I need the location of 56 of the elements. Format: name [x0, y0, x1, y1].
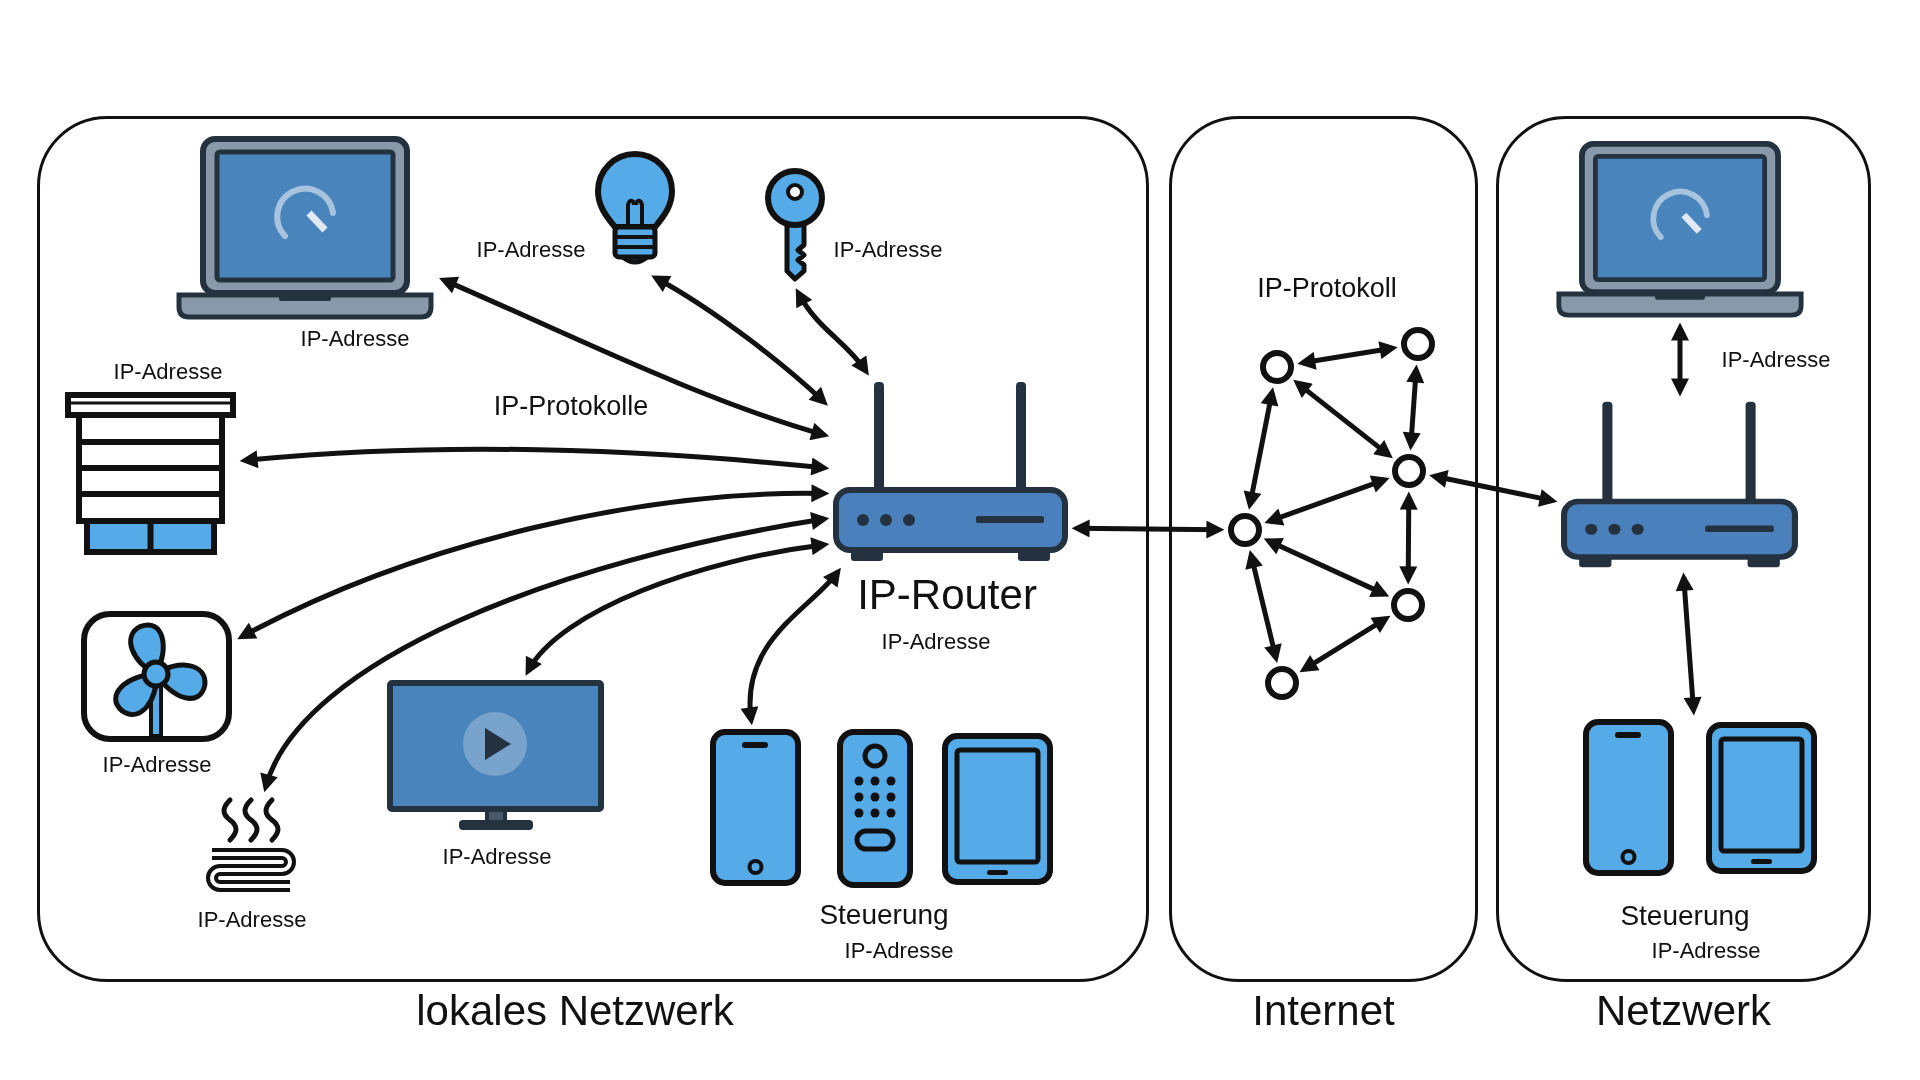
address-label: IP-Adresse	[1651, 938, 1761, 964]
network-hop-ring	[1392, 454, 1426, 488]
double-headed-arrow	[239, 446, 830, 476]
double-headed-arrow	[1399, 491, 1418, 585]
double-headed-arrow	[1402, 364, 1425, 451]
double-headed-arrow	[1299, 615, 1391, 673]
address-label: IP-Adresse	[113, 359, 223, 385]
router-icon	[833, 380, 1068, 563]
phone-remote-tablet-icon	[710, 729, 1053, 888]
zone-heading: lokales Netzwerk	[416, 987, 734, 1036]
fan-icon	[80, 610, 233, 743]
network-hop-ring	[1228, 513, 1262, 547]
zone-heading: Netzwerk	[1596, 987, 1771, 1036]
double-headed-arrow	[1429, 470, 1558, 507]
key-icon	[762, 167, 828, 284]
group-label: Steuerung	[819, 898, 949, 932]
network-hop-ring	[1401, 327, 1435, 361]
roller-shutter-icon	[65, 392, 236, 555]
network-hop-ring	[1265, 666, 1299, 700]
laptop-icon	[175, 135, 435, 321]
address-label: IP-Adresse	[300, 326, 410, 352]
router-icon	[1561, 400, 1798, 569]
address-label: IP-Adresse	[833, 237, 943, 263]
double-headed-arrow	[1675, 572, 1702, 716]
double-headed-arrow	[1264, 475, 1390, 526]
address-label: IP-Adresse	[476, 237, 586, 263]
double-headed-arrow	[262, 512, 830, 792]
double-headed-arrow	[439, 276, 830, 440]
phone-tablet-icon	[1583, 719, 1817, 876]
address-label: IP-Adresse	[102, 752, 212, 778]
address-label: IP-Adresse	[881, 629, 991, 655]
double-headed-arrow	[651, 275, 828, 406]
double-headed-arrow	[1071, 519, 1225, 539]
double-headed-arrow	[1297, 341, 1398, 370]
double-headed-arrow	[1671, 322, 1689, 397]
protocol-label: IP-Protokoll	[1257, 273, 1397, 305]
device-label: IP-Router	[857, 570, 1037, 620]
tv-icon	[387, 680, 604, 833]
double-headed-arrow	[741, 567, 842, 726]
laptop-icon	[1555, 140, 1805, 319]
address-label: IP-Adresse	[197, 907, 307, 933]
address-label: IP-Adresse	[1721, 347, 1831, 373]
network-hop-ring	[1391, 588, 1425, 622]
zone-heading: Internet	[1252, 987, 1395, 1036]
protocol-label: IP-Protokolle	[493, 391, 649, 423]
double-headed-arrow	[1243, 387, 1279, 510]
address-label: IP-Adresse	[442, 844, 552, 870]
double-headed-arrow	[1263, 537, 1390, 598]
double-headed-arrow	[525, 537, 830, 676]
double-headed-arrow	[1245, 550, 1282, 663]
double-headed-arrow	[795, 288, 870, 376]
double-headed-arrow	[237, 484, 830, 640]
group-label: Steuerung	[1620, 899, 1750, 933]
address-label: IP-Adresse	[844, 938, 954, 964]
network-hop-ring	[1260, 350, 1294, 384]
double-headed-arrow	[1293, 379, 1393, 459]
